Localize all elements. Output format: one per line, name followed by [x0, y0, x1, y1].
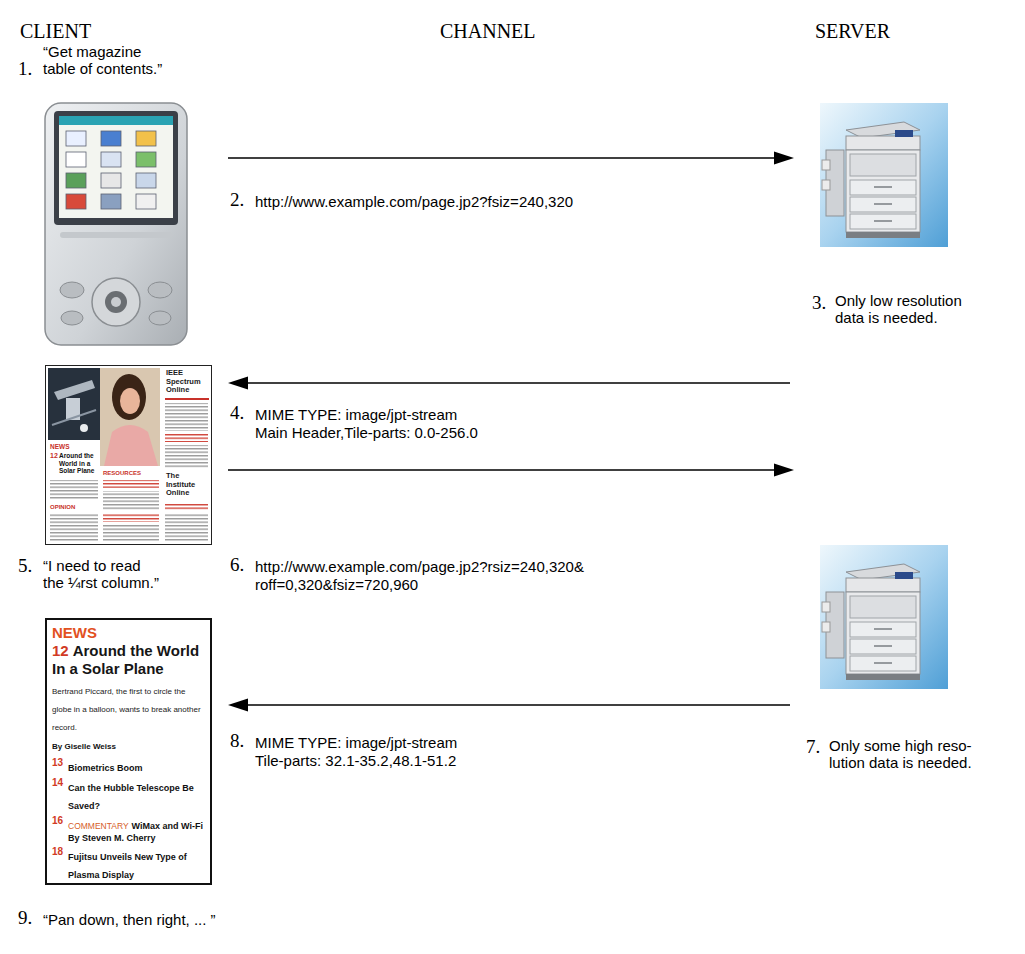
text-row: Bertrand Piccard, the first to circle th…: [52, 680, 205, 734]
contents-entry: WiMax and Wi-Fi: [132, 821, 203, 831]
section-heading: OPINION: [50, 504, 75, 511]
step-number: 8.: [230, 731, 244, 751]
step-number: 6.: [230, 555, 244, 575]
client-action: “I need to read the ¼rst column.”: [43, 557, 163, 591]
client-action: “Pan down, then right, ... ”: [43, 911, 216, 928]
response-type: MIME TYPE: image/jpt-stream: [255, 406, 457, 424]
step-number: 3.: [812, 293, 826, 313]
page-number: 18: [52, 846, 68, 857]
entry-text: Biometrics Boom: [68, 757, 205, 775]
contents-entry: Fujitsu Unveils New Type of Plasma Displ…: [68, 852, 187, 880]
article-title: Around the World In a Solar Plane: [52, 642, 199, 677]
contents-entry: Biometrics Boom: [68, 763, 143, 773]
response-parts: Tile-parts: 32.1-35.2,48.1-51.2: [255, 752, 456, 770]
section-heading: NEWS: [50, 443, 70, 451]
text-row: 13Biometrics Boom: [52, 757, 205, 775]
entry-text: COMMENTARYWiMax and Wi-Fi By Steven M. Ch…: [68, 815, 205, 844]
text-row: 14Can the Hubble Telescope Be Saved?: [52, 777, 205, 813]
server-printer: [820, 545, 948, 689]
section-heading: NEWS: [52, 624, 97, 641]
step-number: 5.: [18, 556, 32, 576]
article-title: Around the World in a Solar Plane: [59, 452, 107, 475]
masthead-text: IEEE Spectrum Online: [166, 369, 210, 395]
contents-entry: Can the Hubble Telescope Be Saved?: [68, 783, 194, 811]
channel-arrows: [228, 152, 794, 712]
page-number: 13: [52, 757, 68, 768]
step-number: 7.: [806, 737, 820, 757]
text-row: 16COMMENTARYWiMax and Wi-Fi By Steven M. …: [52, 815, 205, 844]
entry-text: Fujitsu Unveils New Type of Plasma Displ…: [68, 846, 205, 882]
server-note: Only low resolution data is needed.: [835, 292, 980, 326]
step-number: 9.: [18, 908, 32, 928]
step-number: 1.: [18, 59, 32, 79]
zoomed-page: NEWS12Around the World In a Solar PlaneB…: [45, 618, 212, 885]
byline: By Giselle Weiss: [52, 742, 116, 751]
magazine-thumbnail: IEEE Spectrum OnlineNEWS12Around the Wor…: [45, 365, 212, 545]
request-url: http://www.example.com/page.jp2?fsiz=240…: [255, 193, 573, 211]
client-action: “Get magazine table of contents.”: [43, 43, 168, 77]
contents-kicker: COMMENTARY: [68, 821, 129, 831]
request-url: http://www.example.com/page.jp2?rsiz=240…: [255, 558, 675, 594]
page-number: 12: [50, 452, 58, 460]
article-summary: Bertrand Piccard, the first to circle th…: [52, 687, 201, 732]
step-number: 4.: [230, 403, 244, 423]
step-number: 2.: [230, 190, 244, 210]
magazine-thumbnail-art: [45, 365, 212, 545]
column-heading: CHANNEL: [440, 20, 536, 42]
section-heading: RESOURCES: [103, 470, 141, 477]
response-parts: Main Header,Tile-parts: 0.0-256.0: [255, 424, 478, 442]
page-number: 14: [52, 777, 68, 788]
text-row: By Giselle Weiss: [52, 735, 205, 753]
entry-text: Can the Hubble Telescope Be Saved?: [68, 777, 205, 813]
response-type: MIME TYPE: image/jpt-stream: [255, 734, 457, 752]
page-number: 16: [52, 815, 68, 826]
text-row: NEWS: [52, 624, 205, 642]
masthead-text: The Institute Online: [166, 472, 210, 498]
text-row: 12Around the World In a Solar Plane: [52, 642, 205, 678]
byline: By Steven M. Cherry: [68, 833, 205, 844]
column-heading: CLIENT: [20, 20, 91, 42]
pda-illustration: [45, 103, 187, 345]
server-printer: [820, 103, 948, 247]
column-heading: SERVER: [815, 20, 890, 42]
page-number: 12: [52, 642, 69, 659]
server-note: Only some high reso- lution data is need…: [829, 737, 981, 771]
text-row: 18Fujitsu Unveils New Type of Plasma Dis…: [52, 846, 205, 882]
